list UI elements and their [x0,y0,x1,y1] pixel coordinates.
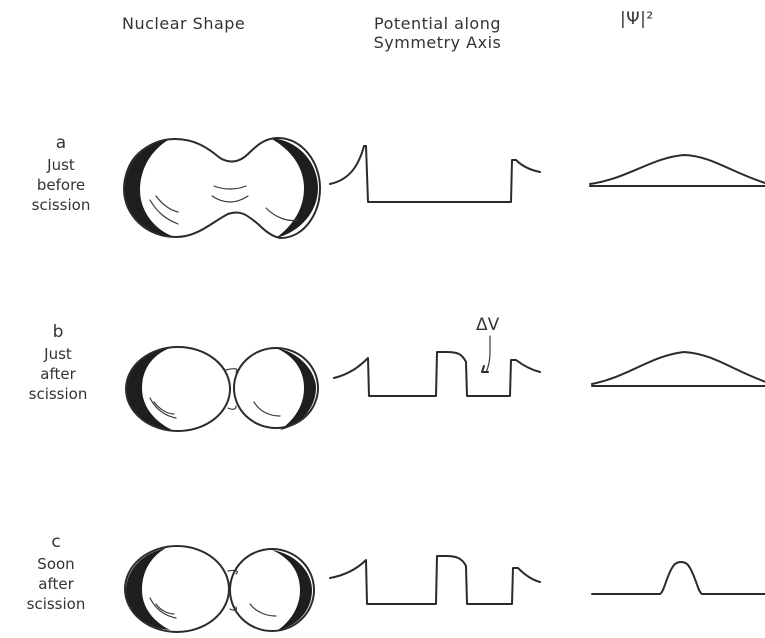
psi-squared-curve-a [590,155,765,186]
nuclear-shape-a [124,138,320,238]
psi-squared-curve-c [592,562,765,594]
psi-squared-curve-b [592,352,765,386]
potential-curve-c [330,556,540,604]
potential-curve-a [330,146,540,202]
potential-curve-b: ΔV [334,315,540,396]
nuclear-shape-b [126,347,318,431]
delta-v-label: ΔV [476,315,500,335]
nuclear-shape-c [125,546,314,632]
